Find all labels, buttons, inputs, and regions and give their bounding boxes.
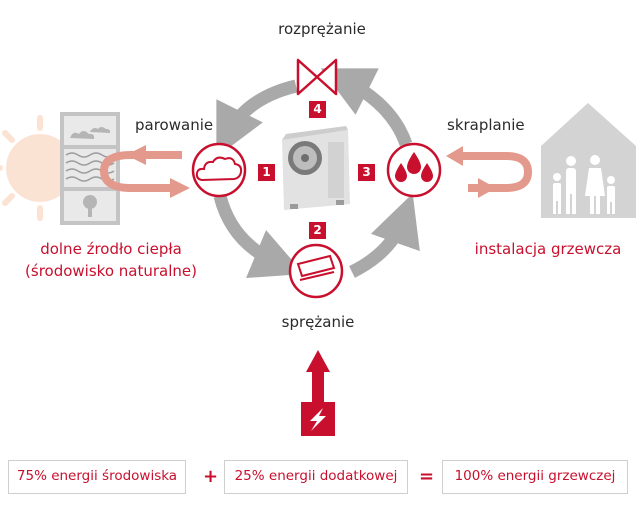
compressor-icon — [288, 243, 344, 299]
badge-2: 2 — [309, 222, 326, 239]
stage-condensation-label: skraplanie — [447, 116, 525, 134]
heat-pump-unit-icon — [282, 126, 350, 210]
source-label-line1: dolne źrodło ciepła — [40, 240, 182, 258]
source-label-line2: (środowisko naturalne) — [25, 262, 197, 280]
plus-sign: + — [203, 466, 219, 487]
sink-flow-arrows — [446, 146, 533, 198]
environment-panel-icon — [60, 112, 120, 225]
family-icon — [553, 155, 615, 214]
stage-compression-label: sprężanie — [281, 313, 355, 331]
total-energy-box: 100% energii grzewczej — [442, 460, 628, 494]
source-flow-arrows — [99, 145, 190, 198]
sun-icon — [0, 115, 78, 221]
drops-icon — [386, 142, 442, 198]
badge-3: 3 — [358, 164, 375, 181]
badge-4: 4 — [309, 101, 326, 118]
lightning-icon — [301, 402, 335, 436]
additional-energy-box: 25% energii dodatkowej — [224, 460, 408, 494]
environment-energy-box: 75% energii środowiska — [8, 460, 186, 494]
refrigerant-cycle-arrows — [213, 68, 420, 278]
stage-expansion-label: rozprężanie — [278, 20, 366, 38]
cloud-icon — [191, 142, 247, 198]
sink-label: instalacja grzewcza — [474, 240, 622, 258]
expansion-valve-icon — [296, 58, 338, 96]
stage-evaporation-label: parowanie — [135, 116, 214, 134]
equals-sign: = — [419, 466, 435, 487]
badge-1: 1 — [258, 164, 275, 181]
energy-input-arrow — [306, 350, 330, 402]
